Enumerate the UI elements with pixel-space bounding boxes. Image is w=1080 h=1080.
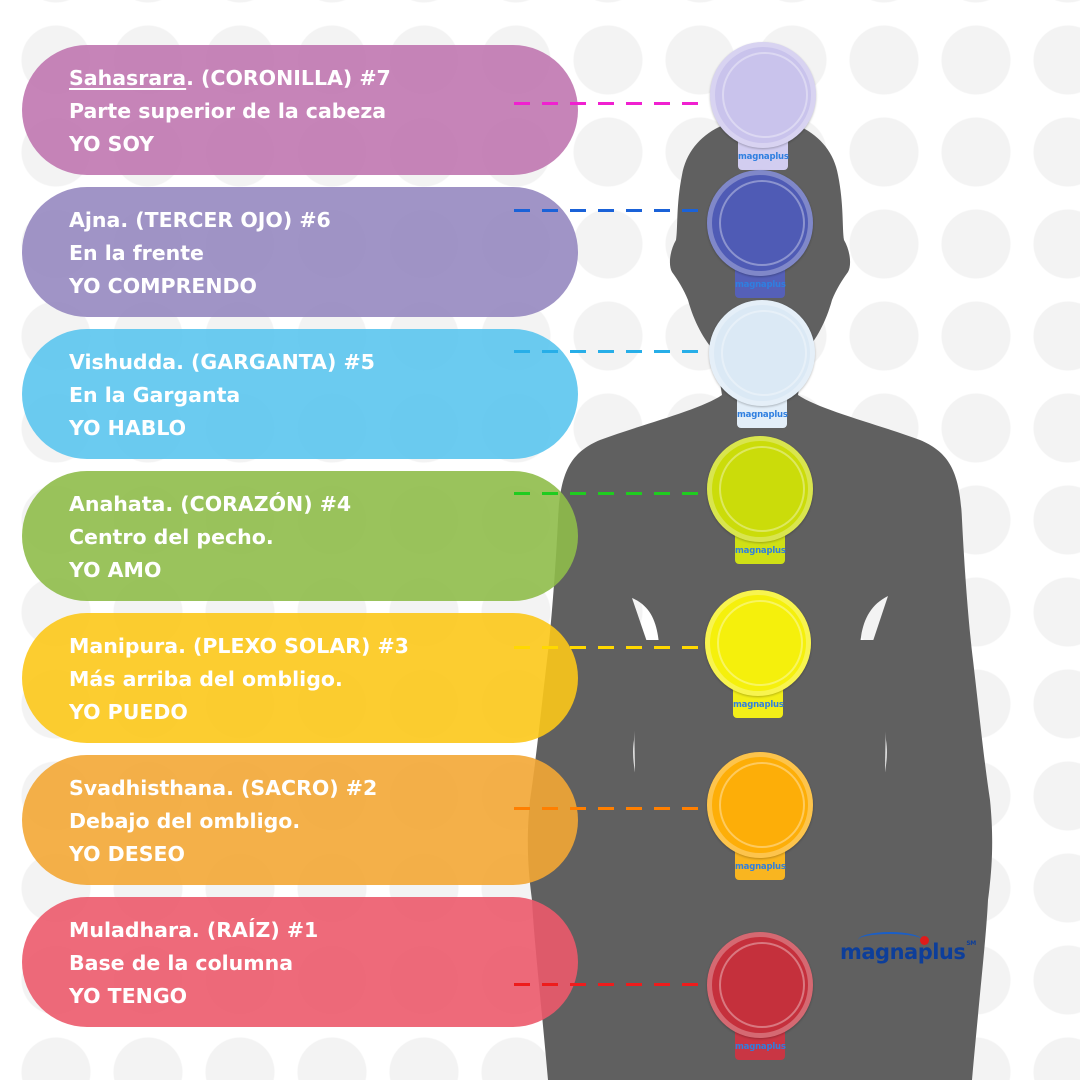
- chakra-card-5: Vishudda. (GARGANTA) #5 En la Garganta Y…: [22, 329, 578, 459]
- chakra-location: Base de la columna: [69, 951, 294, 975]
- chakra-card-4: Anahata. (CORAZÓN) #4 Centro del pecho. …: [22, 471, 578, 601]
- brand-logo: magnaplusSM: [840, 932, 976, 964]
- chakra-affirmation: YO PUEDO: [69, 700, 188, 724]
- magnet-disc: [707, 170, 813, 276]
- magnet-disc: [707, 752, 813, 858]
- chakra-title: Svadhisthana. (SACRO) #2: [69, 776, 378, 800]
- chakra-title: Muladhara. (RAÍZ) #1: [69, 918, 319, 942]
- chakra-affirmation: YO HABLO: [69, 416, 187, 440]
- chakra-card-3: Manipura. (PLEXO SOLAR) #3 Más arriba de…: [22, 613, 578, 743]
- chakra-card-2: Svadhisthana. (SACRO) #2 Debajo del ombl…: [22, 755, 578, 885]
- chakra-location: Centro del pecho.: [69, 525, 274, 549]
- chakra-location: Más arriba del ombligo.: [69, 667, 343, 691]
- chakra-location: En la frente: [69, 241, 204, 265]
- chakra-affirmation: YO COMPRENDO: [69, 274, 257, 298]
- chakra-title: Vishudda. (GARGANTA) #5: [69, 350, 375, 374]
- magnet-disc: [707, 436, 813, 542]
- connector-line-5: [514, 350, 710, 353]
- magnet-disc: [709, 300, 815, 406]
- chakra-location: En la Garganta: [69, 383, 241, 407]
- chakra-title: Manipura. (PLEXO SOLAR) #3: [69, 634, 409, 658]
- chakra-location: Debajo del ombligo.: [69, 809, 301, 833]
- connector-line-2: [514, 807, 710, 810]
- connector-line-6: [514, 209, 710, 212]
- chakra-card-6: Ajna. (TERCER OJO) #6 En la frente YO CO…: [22, 187, 578, 317]
- connector-line-4: [514, 492, 710, 495]
- chakra-card-1: Muladhara. (RAÍZ) #1 Base de la columna …: [22, 897, 578, 1027]
- chakra-affirmation: YO TENGO: [69, 984, 188, 1008]
- connector-line-7: [514, 102, 710, 105]
- chakra-title: Anahata. (CORAZÓN) #4: [69, 492, 352, 516]
- magnet-disc: [707, 932, 813, 1038]
- chakra-affirmation: YO AMO: [69, 558, 162, 582]
- chakra-title: Sahasrara. (CORONILLA) #7: [69, 66, 391, 90]
- magnet-disc: [710, 42, 816, 148]
- magnet-disc: [705, 590, 811, 696]
- chakra-name-link[interactable]: Sahasrara: [69, 66, 187, 90]
- chakra-affirmation: YO DESEO: [69, 842, 185, 866]
- chakra-title: Ajna. (TERCER OJO) #6: [69, 208, 331, 232]
- chakra-card-7: Sahasrara. (CORONILLA) #7 Parte superior…: [22, 45, 578, 175]
- chakra-affirmation: YO SOY: [69, 132, 154, 156]
- logo-arc-icon: [858, 932, 922, 948]
- connector-line-3: [514, 646, 710, 649]
- chakra-location: Parte superior de la cabeza: [69, 99, 387, 123]
- logo-dot-icon: [920, 936, 929, 945]
- connector-line-1: [514, 983, 710, 986]
